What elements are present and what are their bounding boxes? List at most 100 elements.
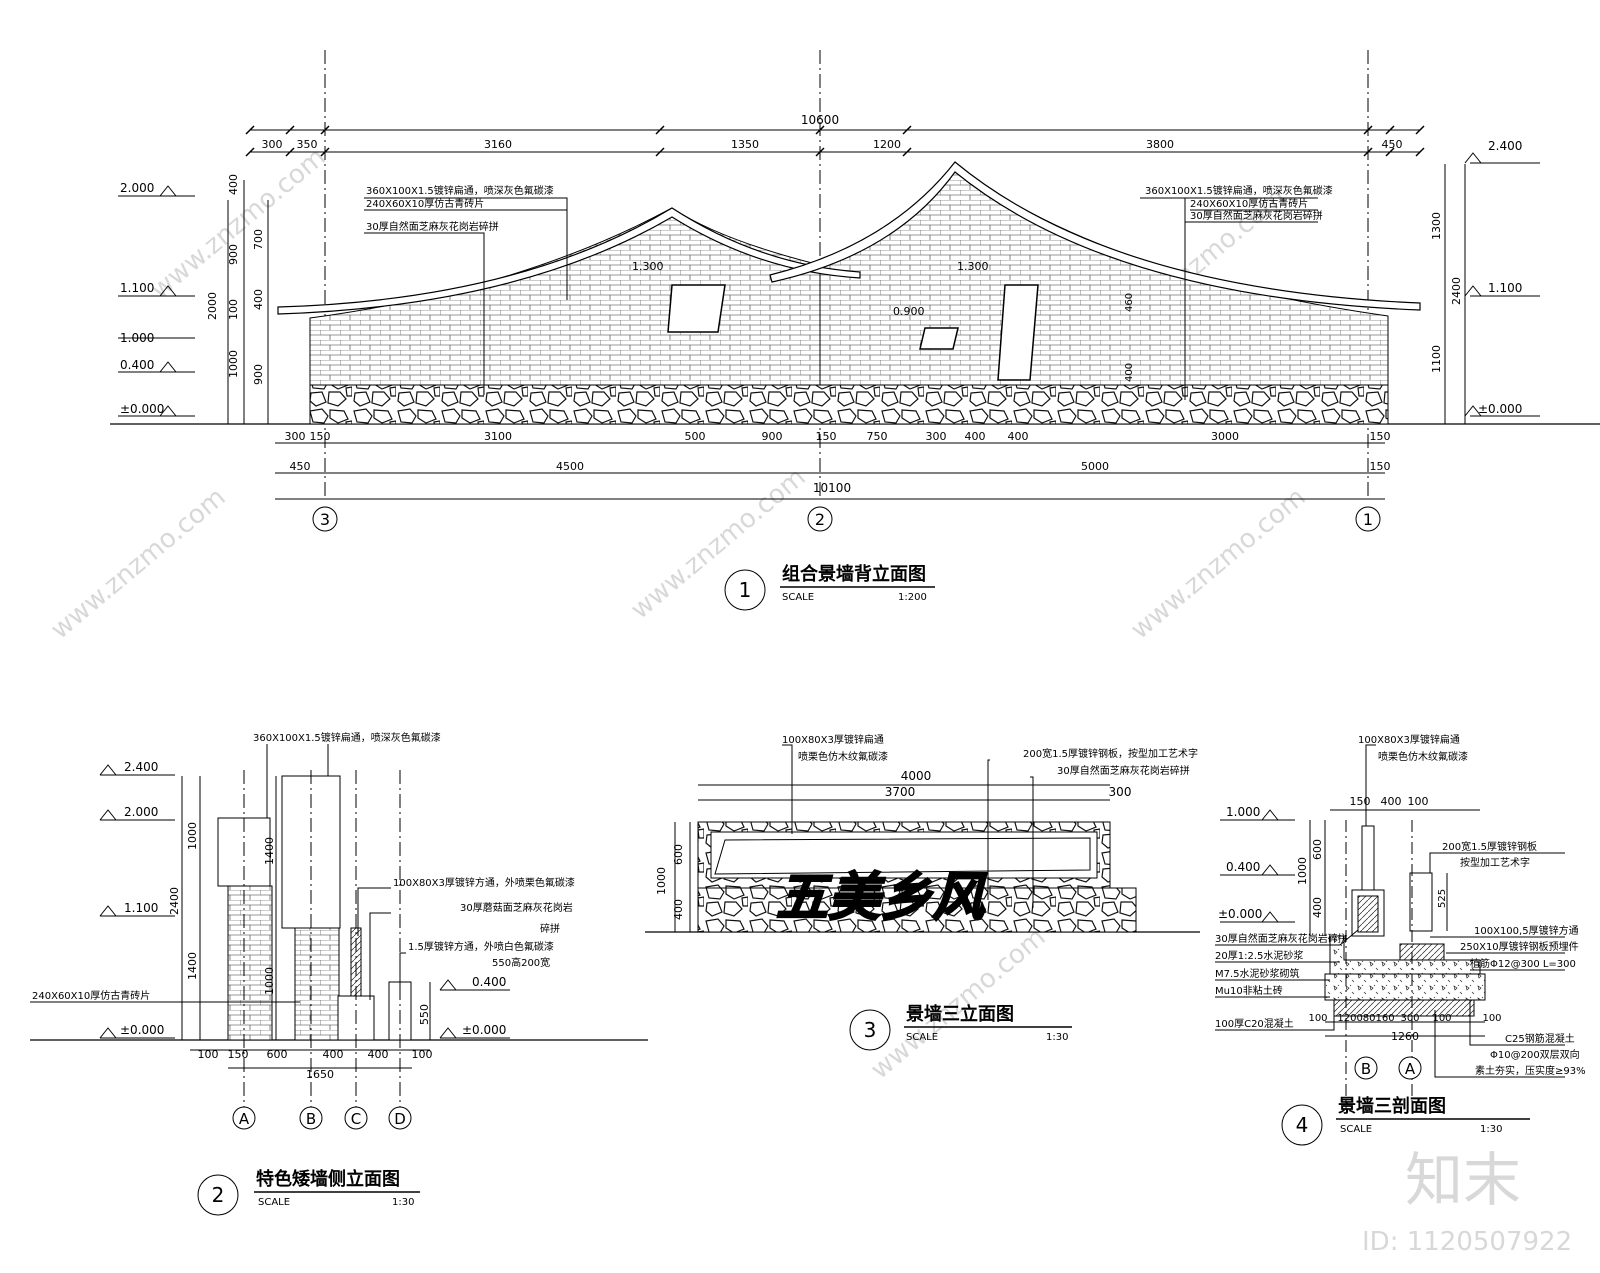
dim-tick <box>1385 147 1395 157</box>
title-block-4: 4 景墙三剖面图 SCALE 1:30 <box>1281 1095 1530 1146</box>
axis-label: 1 <box>1363 510 1373 529</box>
level-label: 1.300 <box>957 260 989 273</box>
drawing-number-circle <box>1281 1104 1323 1146</box>
dim-label: 100 <box>1408 795 1429 808</box>
dim-label: 1000 <box>227 350 240 378</box>
drawing-number: 4 <box>1296 1113 1309 1137</box>
leader-line <box>1215 1016 1335 1031</box>
leader-line <box>357 887 391 936</box>
leader-line <box>782 744 793 834</box>
leader-line <box>369 912 391 1000</box>
dim-tick <box>1415 147 1425 157</box>
level-label: ±0.000 <box>1478 402 1522 416</box>
watermark-id: ID: 1120507922 <box>1362 1227 1572 1257</box>
title-block-1: 1 组合景墙背立面图 SCALE 1:200 <box>724 563 935 611</box>
material-note: 喷栗色仿木纹氟碳漆 <box>798 750 888 763</box>
watermark-text: www.znzmo.com <box>1125 482 1311 645</box>
dim-label: 3100 <box>484 430 512 443</box>
scale-label: SCALE <box>258 1197 290 1208</box>
level-label: ±0.000 <box>120 402 164 416</box>
brick-column <box>294 927 340 1041</box>
drawing-title: 特色矮墙侧立面图 <box>256 1168 400 1190</box>
level-marker <box>1464 285 1540 297</box>
scale-value: 1:200 <box>898 592 927 603</box>
dim-label: 700 <box>252 229 265 250</box>
dim-label: 150 <box>1350 795 1371 808</box>
leader-line <box>1365 744 1376 826</box>
dim-label: 2400 <box>1450 277 1463 305</box>
watermark-text: www.znzmo.com <box>145 142 331 305</box>
dim-label: 450 <box>1382 138 1403 151</box>
dim-label: 350 <box>297 138 318 151</box>
dim-tick <box>320 147 330 157</box>
dim-tick <box>902 147 912 157</box>
dim-label: 300 <box>285 430 306 443</box>
dim-tick <box>320 125 330 135</box>
level-label: 1.100 <box>1488 281 1522 295</box>
brand-logo-text: 知末 <box>1405 1146 1521 1214</box>
level-marker <box>99 1027 175 1039</box>
scale-label: SCALE <box>1340 1124 1372 1135</box>
dim-label: 5000 <box>1081 460 1109 473</box>
dim-tick <box>1415 125 1425 135</box>
axis-bubble <box>232 1106 256 1130</box>
leader-line <box>1184 221 1318 400</box>
level-marker <box>118 361 195 373</box>
drawing-title: 景墙三立面图 <box>906 1003 1014 1025</box>
dim-label: 400 <box>1008 430 1029 443</box>
level-label: 1.000 <box>120 331 154 345</box>
dim-label: 400 <box>323 1048 344 1061</box>
dim-label: 150 <box>228 1048 249 1061</box>
axis-bubble <box>1398 1056 1422 1080</box>
level-label: ±0.000 <box>1218 907 1262 921</box>
drawing-3-elevation <box>645 744 1200 933</box>
dim-label: 100 <box>227 299 240 320</box>
level-label: 1.100 <box>124 901 158 915</box>
dim-label: 400 <box>1124 363 1135 382</box>
drawing-4-section <box>1215 744 1565 1110</box>
dim-label: 300 <box>262 138 283 151</box>
dim-label: 300 <box>1109 785 1132 799</box>
material-note: 360X100X1.5镀锌扁通，喷深灰色氟碳漆 <box>366 184 554 197</box>
dim-label: 150 <box>1370 460 1391 473</box>
dim-tick <box>815 147 825 157</box>
axis-bubbles-1: 3 2 1 <box>312 506 1381 532</box>
scale-value: 1:30 <box>1046 1032 1068 1043</box>
dim-label: 1400 <box>263 837 276 865</box>
level-label: 0.900 <box>893 305 925 318</box>
dim-label: 600 <box>672 844 685 865</box>
material-note: 30厚自然面芝麻灰花岗岩碎拼 <box>1057 764 1190 777</box>
drawing-title: 组合景墙背立面图 <box>782 563 926 585</box>
material-note: 360X100X1.5镀锌扁通，喷深灰色氟碳漆 <box>253 731 441 744</box>
steel-panel <box>1409 872 1433 932</box>
dim-label: 1000 <box>186 822 199 850</box>
dim-tick <box>655 147 665 157</box>
axis-bubble <box>344 1106 368 1130</box>
material-note: Mu10非粘土砖 <box>1215 984 1283 997</box>
material-note: 30厚自然面芝麻灰花岗岩碎拼 <box>1215 932 1348 945</box>
dim-label: 100 <box>1308 1013 1327 1024</box>
dim-label: 900 <box>227 244 240 265</box>
dim-label: 300 <box>1400 1013 1419 1024</box>
brand-watermark: 知末 ID: 1120507922 <box>1362 1146 1572 1257</box>
material-note: M7.5水泥砂浆砌筑 <box>1215 967 1300 980</box>
brick-column <box>227 885 273 1041</box>
level-marker <box>1220 864 1295 876</box>
material-note: 植筋Φ12@300 L=300 <box>1470 957 1576 970</box>
axis-bubble <box>312 506 338 532</box>
axis-bubbles-4: B A <box>1354 1056 1422 1080</box>
dim-label: 1100 <box>1430 345 1443 373</box>
dim-label: 750 <box>867 430 888 443</box>
level-marker <box>1464 405 1540 417</box>
dim-label: 600 <box>1311 839 1324 860</box>
title-block-2: 2 特色矮墙侧立面图 SCALE 1:30 <box>197 1168 420 1216</box>
level-label: 1.000 <box>1226 805 1260 819</box>
level-marker <box>1220 911 1295 923</box>
dim-label: 150 <box>816 430 837 443</box>
dim-label: 550 <box>418 1004 431 1025</box>
level-markers-1 <box>118 152 1540 417</box>
level-marker <box>118 285 195 297</box>
material-note: 30厚自然面芝麻灰花岗岩碎拼 <box>1190 209 1323 222</box>
left-roof-cap <box>277 207 861 315</box>
dim-label: 1400 <box>186 952 199 980</box>
